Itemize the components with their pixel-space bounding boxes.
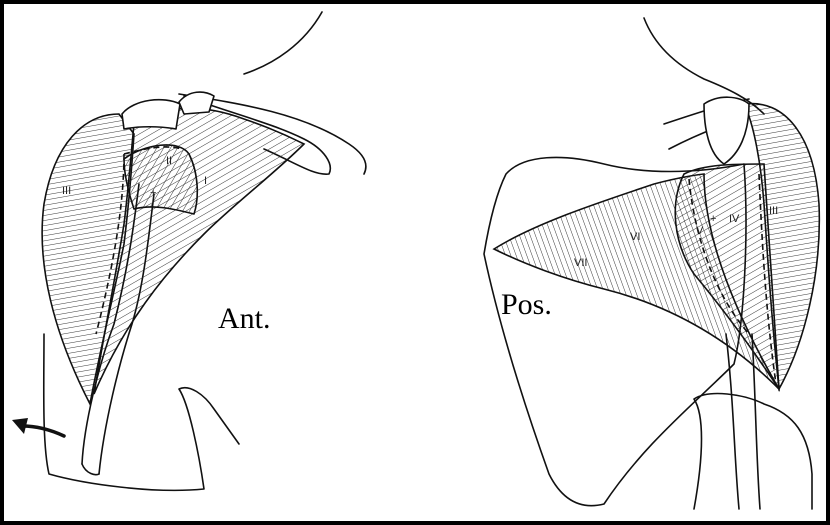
- pos-label-v: V: [696, 225, 704, 237]
- ant-label-i: I: [204, 175, 207, 187]
- pos-label-iv: IV: [729, 213, 740, 225]
- ant-acromion: [122, 100, 180, 129]
- anterior-view: + III II I: [12, 12, 366, 490]
- ant-humerus-base: [82, 464, 99, 475]
- ant-label-iii: III: [62, 185, 71, 197]
- posterior-view-label: Pos.: [501, 288, 552, 322]
- ant-plus-marker: +: [150, 187, 156, 199]
- ant-rotation-arrow-head: [12, 418, 28, 434]
- pos-acromion: [704, 97, 749, 164]
- pos-label-vi: VI: [630, 231, 640, 243]
- anterior-view-label: Ant.: [218, 302, 271, 336]
- pos-label-iii: III: [769, 205, 778, 217]
- pos-label-vii: VII: [574, 257, 587, 269]
- ant-rotation-arrow-shaft: [22, 426, 64, 436]
- ant-neck-outline: [244, 12, 322, 74]
- figure-panel: + III II I: [4, 4, 826, 521]
- pos-arm-outline: [694, 394, 812, 509]
- posterior-view: + III IV V VI VII: [484, 18, 819, 509]
- pos-plus-marker: +: [710, 213, 716, 225]
- ant-label-ii: II: [166, 155, 172, 167]
- ant-region-ii-patch: [124, 145, 197, 214]
- deltoid-illustration: + III II I: [4, 4, 826, 521]
